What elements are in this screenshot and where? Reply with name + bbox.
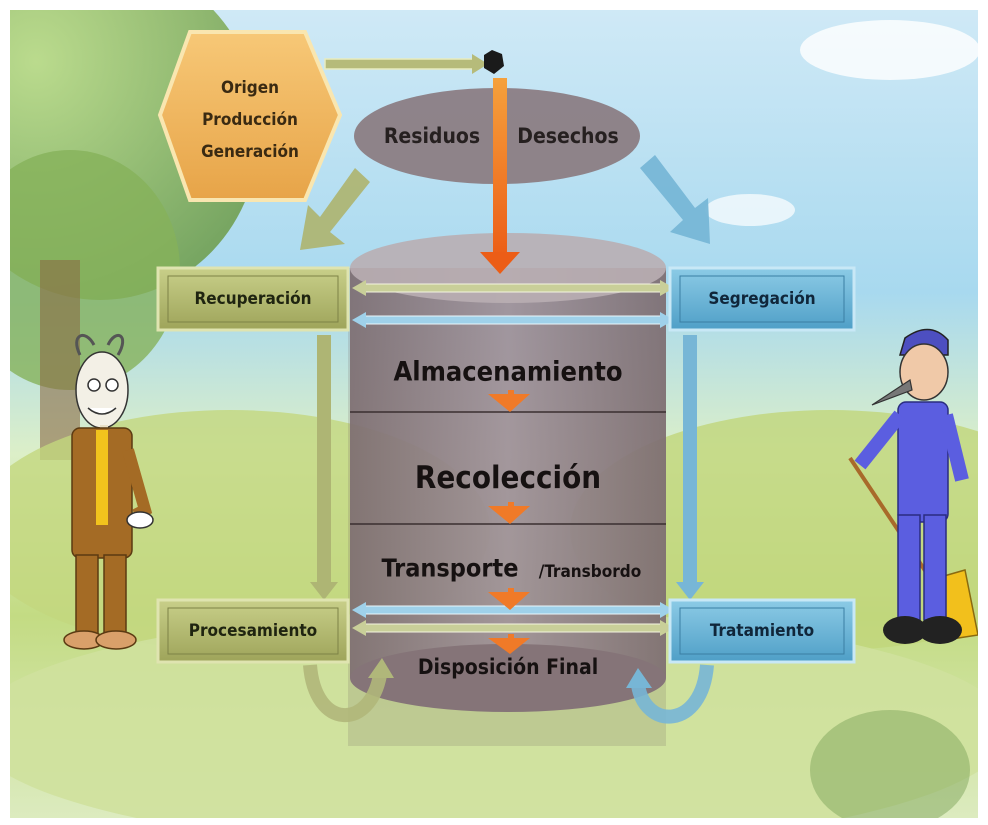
procesamiento-label: Procesamiento bbox=[189, 621, 317, 641]
desechos-label: Desechos bbox=[517, 124, 618, 148]
almacenamiento-label: Almacenamiento bbox=[393, 357, 622, 388]
box-recuperacion bbox=[156, 266, 350, 332]
generacion-label: Generación bbox=[201, 142, 299, 162]
recoleccion-label: Recolección bbox=[415, 460, 601, 496]
waste-management-diagram: Origen Producción Generación Residuos De… bbox=[10, 10, 978, 818]
box-segregacion bbox=[668, 266, 856, 332]
vertical-arrow-green bbox=[310, 335, 338, 600]
sweeper-character-illustration bbox=[848, 328, 978, 644]
transbordo-label: /Transbordo bbox=[539, 562, 641, 582]
vertical-arrow-blue bbox=[676, 335, 704, 600]
origin-hexagon bbox=[157, 30, 343, 202]
double-arrow-top-green bbox=[352, 280, 674, 296]
transporte-label: Transporte bbox=[382, 554, 519, 583]
knot-icon bbox=[484, 50, 504, 74]
disposicion-final-label: Disposición Final bbox=[418, 655, 598, 679]
tratamiento-label: Tratamiento bbox=[710, 621, 814, 641]
orange-down-arrow bbox=[480, 78, 520, 274]
origin-label: Origen bbox=[221, 78, 279, 98]
residuos-label: Residuos bbox=[384, 124, 480, 148]
loop-arrow-green bbox=[303, 658, 394, 722]
box-tratamiento bbox=[668, 598, 856, 664]
hexagon-to-top-arrow bbox=[324, 50, 504, 74]
double-arrow-top-blue bbox=[352, 312, 674, 328]
produccion-label: Producción bbox=[202, 110, 298, 130]
origin-labels: Origen Producción Generación bbox=[201, 78, 299, 162]
diagram-canvas: Origen Producción Generación Residuos De… bbox=[10, 10, 978, 818]
segregacion-label: Segregación bbox=[708, 289, 815, 309]
box-procesamiento bbox=[156, 598, 350, 664]
goat-character-illustration bbox=[63, 333, 154, 650]
loop-arrow-blue bbox=[626, 664, 714, 724]
stage-arrows bbox=[488, 390, 530, 654]
recuperacion-label: Recuperación bbox=[195, 289, 312, 309]
double-arrow-bottom-green bbox=[352, 620, 674, 636]
diagonal-arrow-blue bbox=[640, 155, 710, 244]
diagonal-arrow-green bbox=[300, 168, 370, 250]
